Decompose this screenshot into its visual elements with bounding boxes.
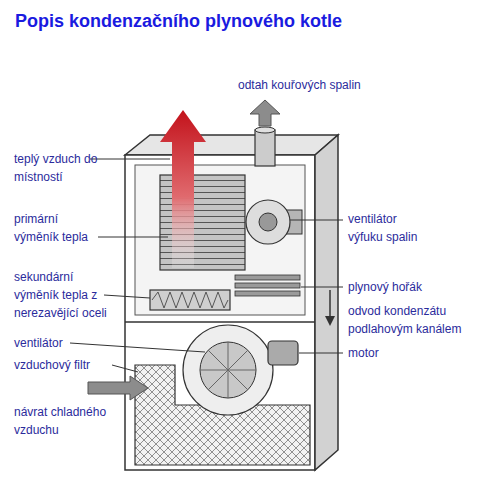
- leader-line: [290, 220, 343, 221]
- diagram-title: Popis kondenzačního plynového kotle: [15, 10, 342, 32]
- warm-air-arrow: [160, 110, 206, 268]
- return-air-arrow: [88, 376, 148, 400]
- leader-line: [70, 343, 205, 352]
- leader-line: [90, 159, 170, 160]
- blower-blades: [200, 342, 256, 398]
- leader-line: [299, 353, 343, 354]
- compartment-shelf: [125, 321, 315, 323]
- part-label: sekundární výměník tepla z nerezavějící …: [14, 268, 114, 322]
- exhaust-fan-hub: [259, 213, 277, 231]
- part-label: ventilátor: [14, 334, 74, 352]
- part-label: návrat chladného vzduchu: [14, 403, 122, 439]
- cabinet-front: [125, 155, 315, 470]
- blower-housing: [183, 325, 273, 415]
- exhaust-arrow: [250, 100, 280, 126]
- part-label: vzduchový filtr: [14, 356, 124, 374]
- secondary-exchanger-coil: [152, 292, 228, 308]
- upper-compartment: [135, 165, 305, 315]
- cabinet-top: [125, 135, 338, 155]
- flue-pipe: [255, 130, 275, 166]
- part-label: plynový hořák: [348, 278, 468, 296]
- blower-wheel: [200, 342, 256, 398]
- part-label: odtah kouřových spalin: [238, 76, 388, 94]
- leader-line: [98, 237, 168, 238]
- cabinet-side: [315, 135, 338, 470]
- leader-line: [112, 365, 138, 372]
- burner-tube: [235, 291, 300, 296]
- condensate-pipe: [329, 290, 331, 318]
- part-label: primární výměník tepla: [14, 210, 104, 246]
- burner-tube: [235, 275, 300, 280]
- blower-motor: [268, 341, 298, 365]
- exhaust-fan-housing: [246, 200, 290, 244]
- secondary-heat-exchanger: [150, 290, 230, 310]
- condensate-arrow: [325, 316, 335, 326]
- part-label: teplý vzduch do místností: [14, 150, 104, 186]
- leader-line: [104, 295, 150, 298]
- flue-pipe-top: [255, 127, 275, 133]
- leader-line: [301, 287, 343, 288]
- part-label: odvod kondenzátu podlahovým kanálem: [348, 302, 474, 338]
- part-label: ventilátor výfuku spalin: [348, 210, 428, 246]
- burner-tube: [235, 283, 300, 288]
- part-label: motor: [348, 344, 428, 362]
